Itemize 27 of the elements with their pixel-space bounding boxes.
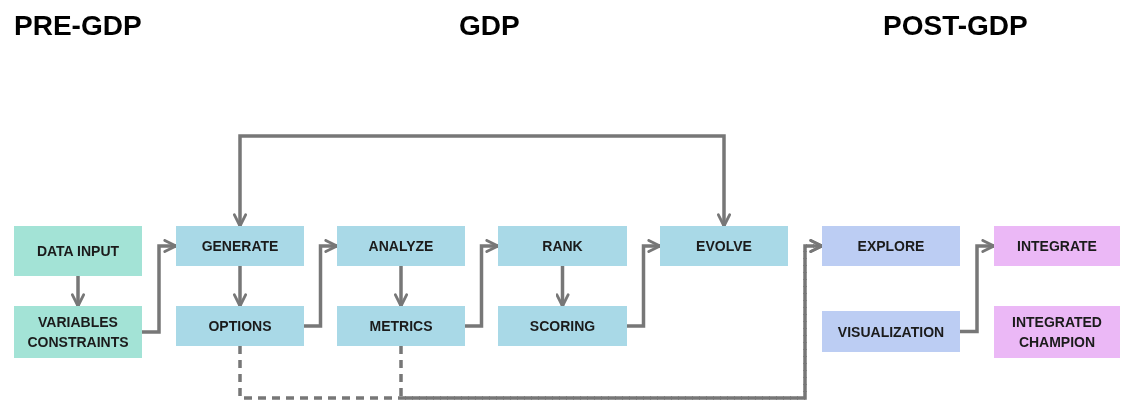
- arrow: [71, 276, 85, 308]
- process-box: SCORING: [498, 306, 627, 346]
- process-box: RANK: [498, 226, 627, 266]
- arrow: [394, 266, 408, 308]
- arrow: [142, 239, 178, 334]
- process-box: VARIABLES CONSTRAINTS: [14, 306, 142, 358]
- process-box: EXPLORE: [822, 226, 960, 266]
- arrow: [233, 266, 247, 308]
- section-heading: PRE-GDP: [14, 12, 142, 40]
- process-box: ANALYZE: [337, 226, 465, 266]
- process-box: VISUALIZATION: [822, 311, 960, 352]
- section-heading: POST-GDP: [883, 12, 1028, 40]
- arrow: [627, 239, 662, 328]
- arrow: [233, 134, 731, 228]
- process-box: GENERATE: [176, 226, 304, 266]
- process-box: OPTIONS: [176, 306, 304, 346]
- process-box: DATA INPUT: [14, 226, 142, 276]
- process-box: INTEGRATED CHAMPION: [994, 306, 1120, 358]
- section-heading: GDP: [459, 12, 520, 40]
- arrow: [304, 239, 339, 328]
- arrow: [555, 266, 570, 308]
- arrow: [465, 239, 500, 328]
- arrow: [960, 239, 996, 334]
- process-box: INTEGRATE: [994, 226, 1120, 266]
- process-box: EVOLVE: [660, 226, 788, 266]
- arrow: [399, 239, 824, 400]
- process-box: METRICS: [337, 306, 465, 346]
